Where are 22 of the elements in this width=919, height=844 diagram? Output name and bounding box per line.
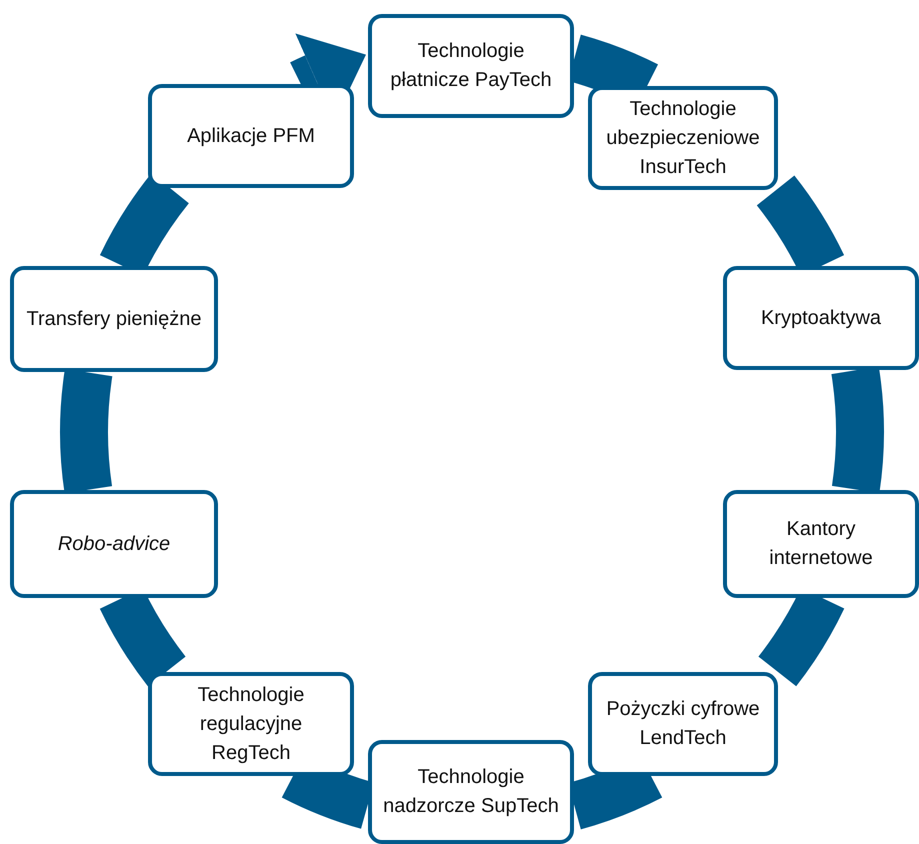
category-label: Transfery pieniężne [26,306,202,332]
category-label: Aplikacje PFM [187,124,315,148]
category-box [588,86,778,190]
cycle-ring-segment [60,370,112,492]
category-box [588,672,778,776]
category-label: Technologie regulacyjne RegTech [196,682,306,766]
category-box [10,266,218,372]
cycle-ring-segment [831,367,884,492]
category-label: Kryptoaktywa [760,306,882,330]
category-label: Robo-advice [58,532,170,556]
category-label: Technologie płatnicze PayTech [389,39,553,93]
category-box [723,490,919,598]
category-box [10,490,218,598]
category-label: Technologie ubezpieczeniowe InsurTech [605,96,761,180]
category-box [723,266,919,370]
category-box [368,14,574,118]
category-label: Kantory internetowe [768,517,874,571]
category-box [368,740,574,844]
category-box [148,84,354,188]
category-label: Pożyczki cyfrowe LendTech [605,697,761,751]
category-label: Technologie nadzorcze SupTech [382,765,560,819]
category-box [148,672,354,776]
